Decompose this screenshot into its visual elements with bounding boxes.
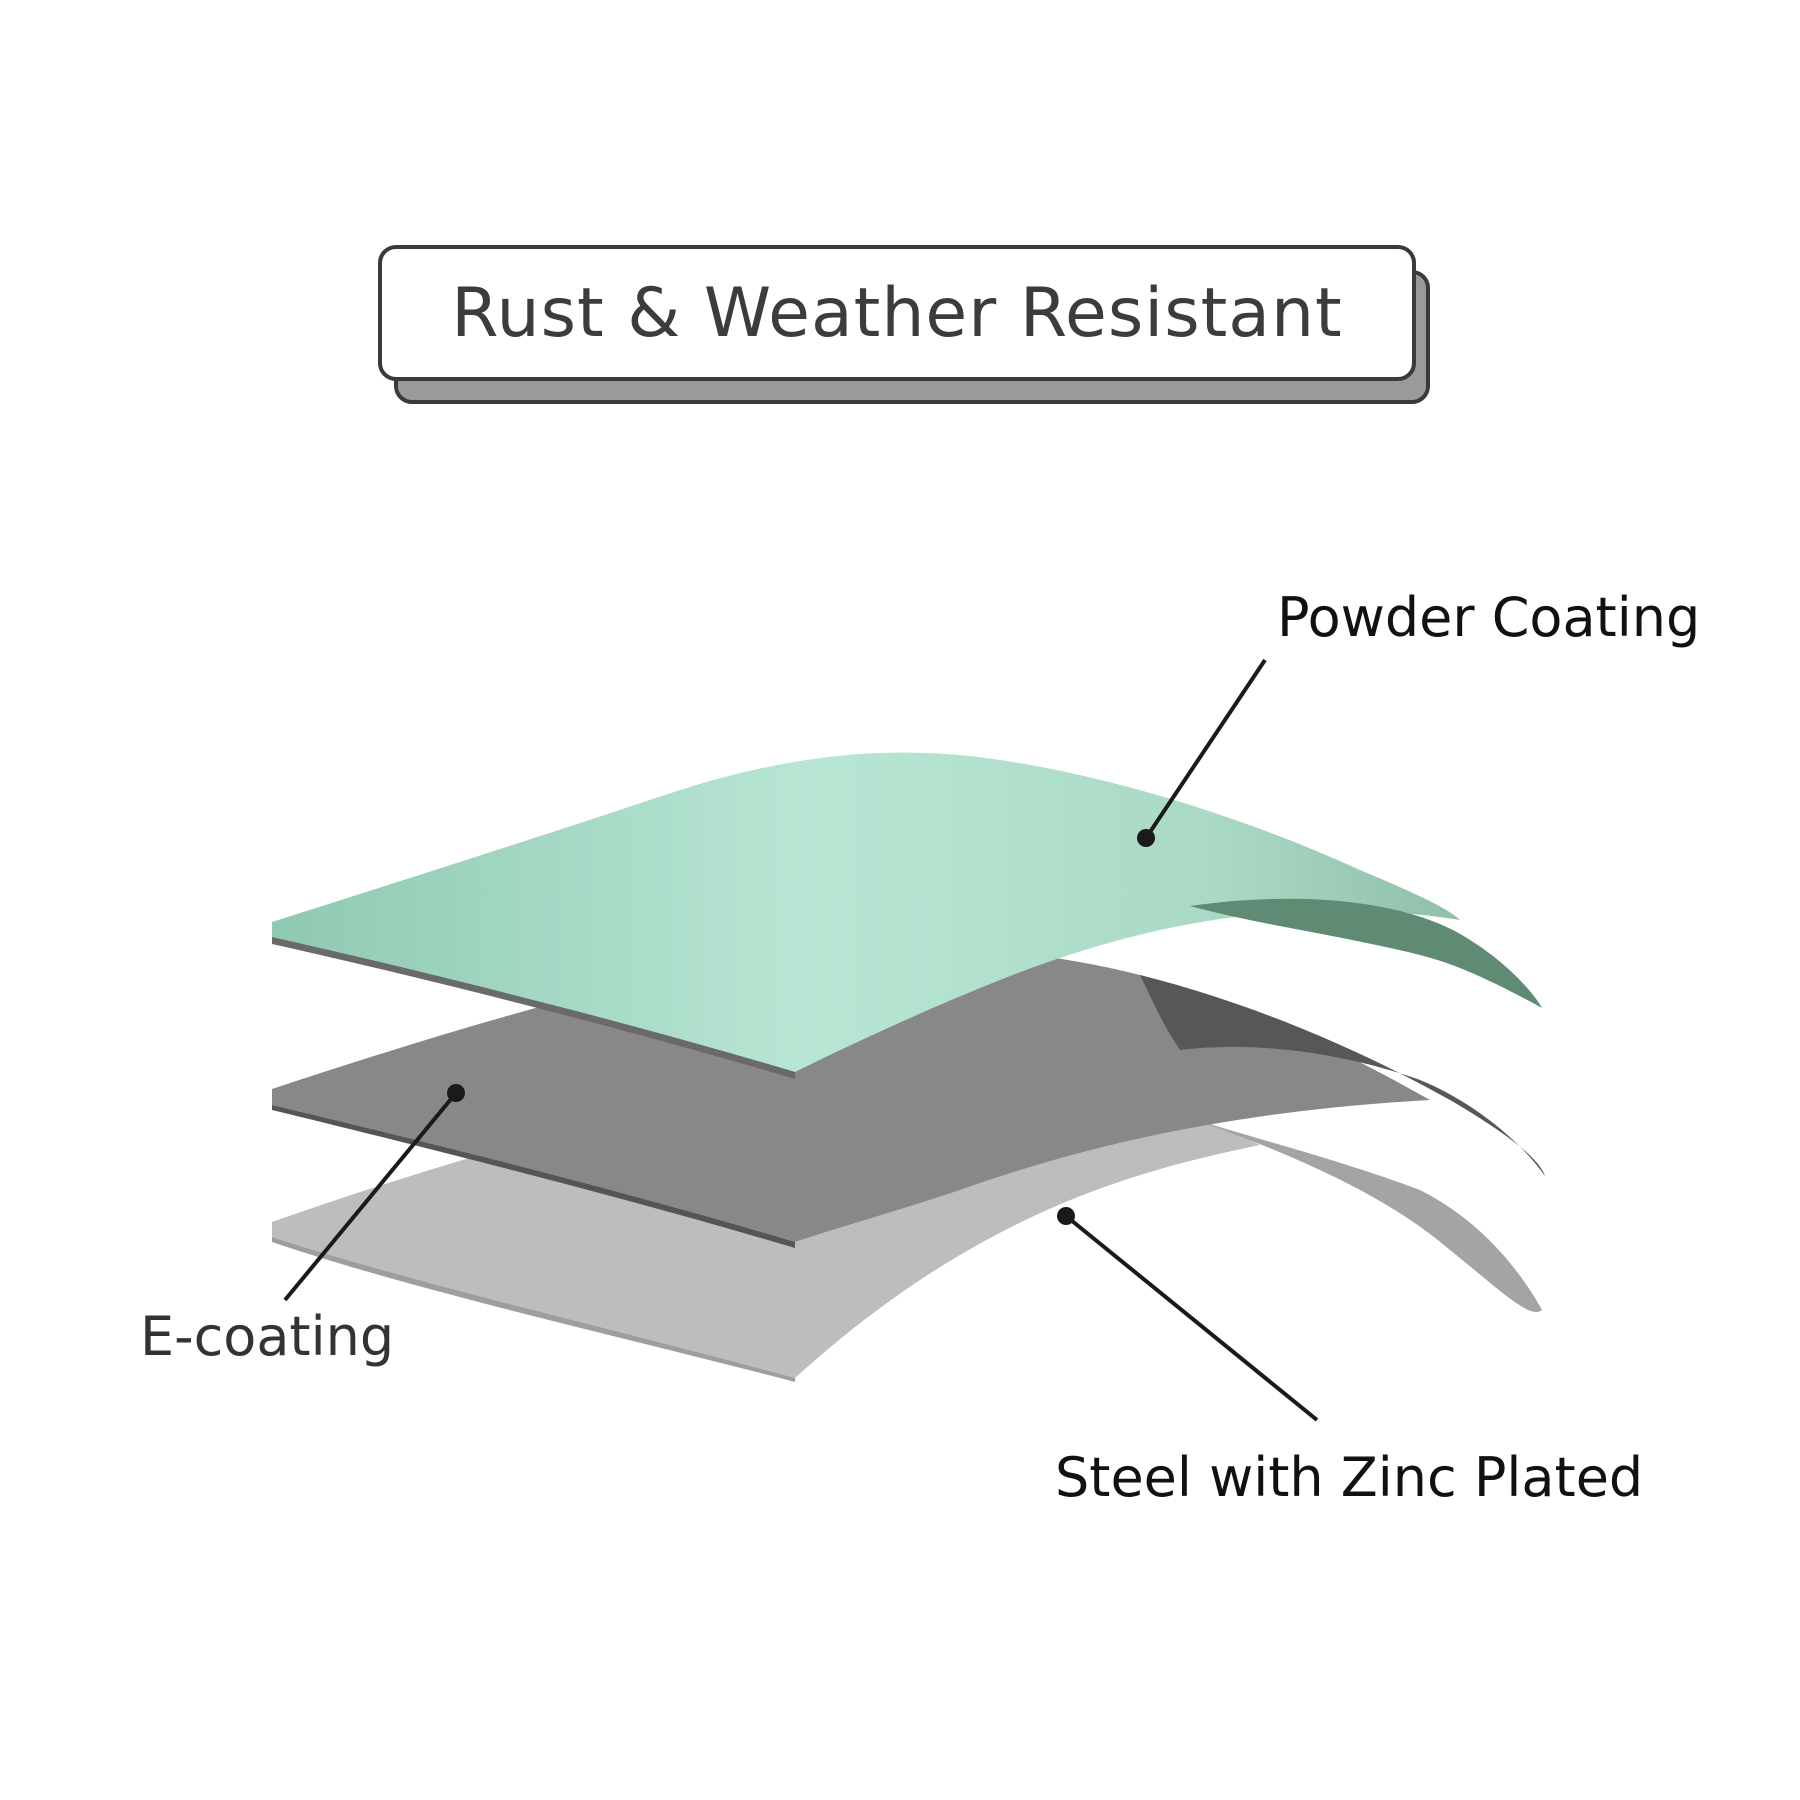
powder-coating-layer-top	[272, 752, 1460, 1072]
title-banner: Rust & Weather Resistant	[378, 245, 1416, 381]
e-coating-leader-dot	[447, 1084, 465, 1102]
e-coating-label: E-coating	[140, 1305, 395, 1368]
leader-lines	[283, 658, 1319, 1422]
e-coating-layer-edge	[272, 1105, 795, 1248]
steel-layer-curl	[1190, 1118, 1542, 1312]
e-coating-layer	[272, 947, 1545, 1248]
e-coating-layer-curl	[1140, 975, 1545, 1176]
banner-title: Rust & Weather Resistant	[451, 273, 1343, 353]
e-coating-layer-top	[272, 947, 1430, 1242]
powder-coating-layer	[272, 752, 1542, 1079]
steel-layer-edge	[272, 1237, 795, 1382]
steel-zinc-label: Steel with Zinc Plated	[1055, 1446, 1644, 1509]
e-coating-leader	[283, 1091, 458, 1302]
powder-coating-layer-edge	[272, 937, 795, 1079]
powder-coating-leader-dot	[1137, 829, 1155, 847]
powder-coating-layer-curl	[1190, 898, 1542, 1008]
steel-leader	[1064, 1214, 1319, 1422]
powder-coating-label: Powder Coating	[1277, 586, 1701, 649]
powder-coating-leader	[1144, 658, 1267, 840]
steel-leader-dot	[1057, 1207, 1075, 1225]
